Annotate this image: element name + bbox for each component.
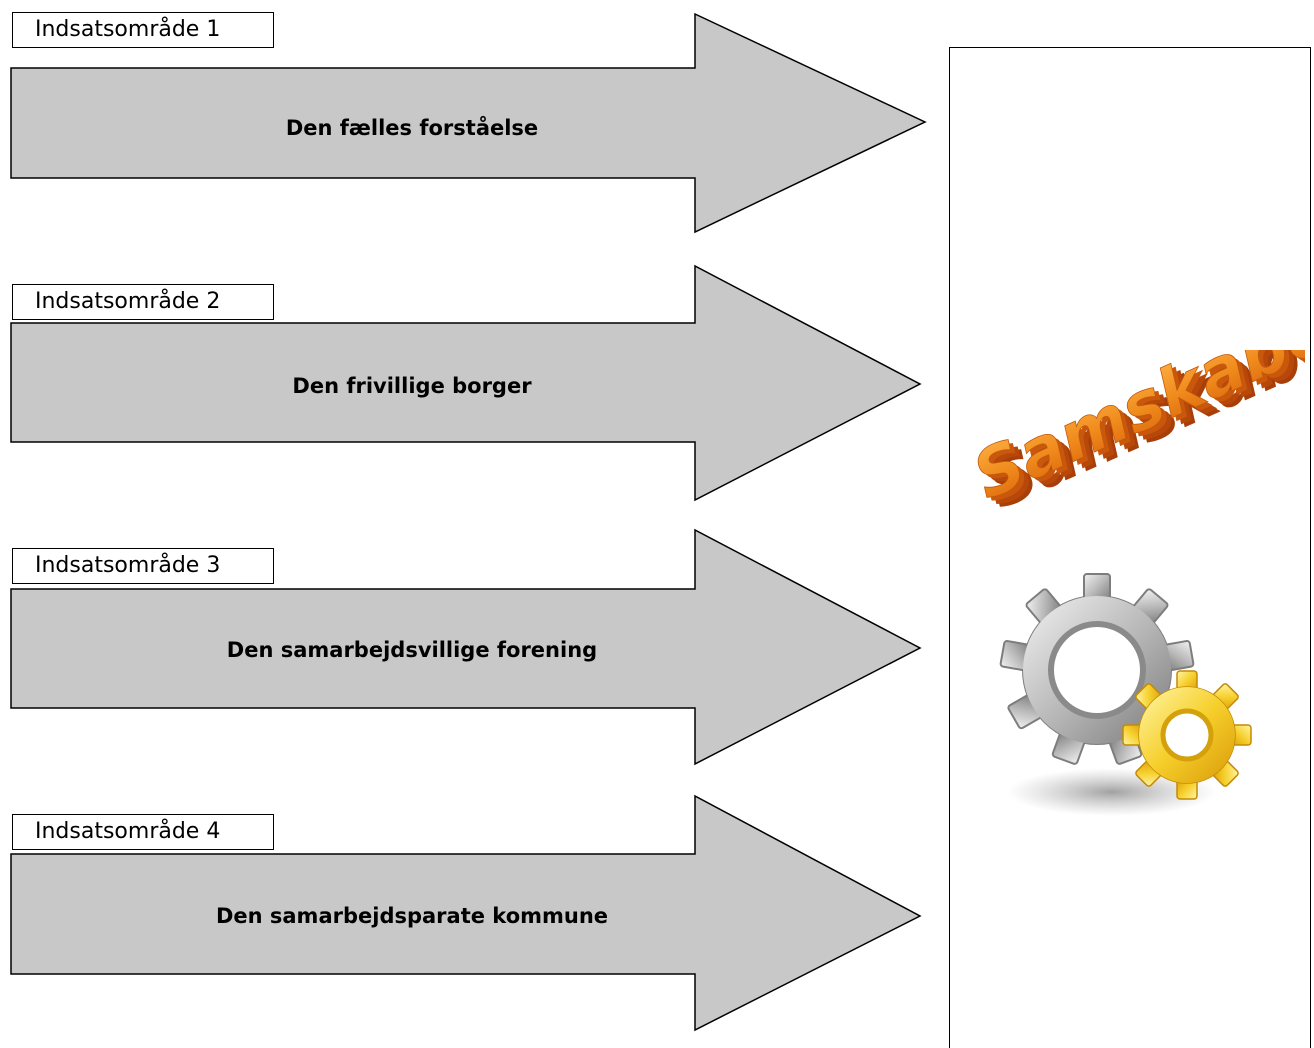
arrow-row-2: Indsatsområde 2 Den frivillige borger (0, 264, 940, 504)
area-label-1: Indsatsområde 1 (12, 12, 274, 48)
samskabelse-wordart: Samskabelse Samskabelse Samskabelse Sams… (975, 350, 1305, 524)
arrow-shape-2 (10, 264, 922, 502)
arrow-shape-3 (10, 528, 922, 766)
arrow-row-1: Indsatsområde 1 Den fælles forståelse (0, 12, 940, 252)
area-title-4: Den samarbejdsparate kommune (215, 904, 609, 928)
area-title-1: Den fælles forståelse (285, 116, 539, 140)
arrow-shape-1 (10, 12, 927, 234)
area-label-3: Indsatsområde 3 (12, 548, 274, 584)
arrow-row-4: Indsatsområde 4 Den samarbejdsparate kom… (0, 794, 940, 1034)
side-panel (949, 47, 1311, 1048)
arrow-row-3: Indsatsområde 3 Den samarbejdsvillige fo… (0, 528, 940, 768)
area-title-2: Den frivillige borger (292, 374, 532, 398)
arrow-shape-4 (10, 794, 922, 1032)
wordart-front: Samskabelse (975, 350, 1305, 515)
area-label-2: Indsatsområde 2 (12, 284, 274, 320)
gears-icon (999, 573, 1252, 816)
area-title-3: Den samarbejdsvillige forening (226, 638, 598, 662)
area-label-4: Indsatsområde 4 (12, 814, 274, 850)
